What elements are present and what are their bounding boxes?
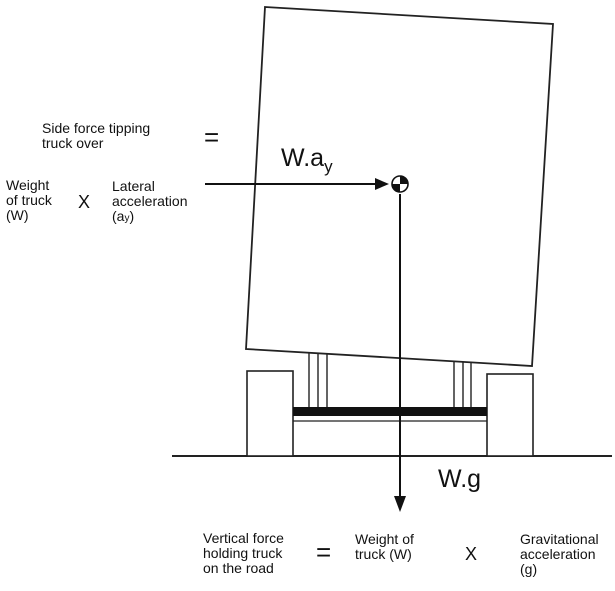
side-force-label: Side force tipping truck over bbox=[42, 120, 151, 151]
top-weight-label: Weight of truck (W) bbox=[6, 177, 52, 223]
lateral-acceleration-label: Lateral acceleration (ay) bbox=[112, 178, 188, 225]
center-of-gravity-icon bbox=[391, 175, 409, 193]
bottom-weight-label: Weight of truck (W) bbox=[355, 531, 414, 562]
gravitational-acceleration-label: Gravitational acceleration (g) bbox=[520, 531, 599, 577]
right-suspension bbox=[453, 360, 472, 407]
top-times-sign: X bbox=[78, 192, 91, 212]
gravity-force-arrowhead bbox=[394, 496, 406, 512]
axle bbox=[293, 407, 487, 416]
lateral-force-arrowhead bbox=[375, 178, 389, 190]
left-wheel bbox=[246, 370, 294, 457]
bottom-equals-sign: = bbox=[316, 537, 332, 567]
top-equals-sign: = bbox=[204, 122, 220, 152]
right-wheel bbox=[486, 373, 534, 457]
weight-force-symbol: W.g bbox=[438, 465, 482, 493]
vertical-force-label: Vertical force holding truck on the road bbox=[203, 530, 284, 576]
left-suspension bbox=[308, 353, 328, 407]
side-force-symbol: W.ay bbox=[281, 144, 333, 176]
bottom-times-sign: X bbox=[465, 544, 478, 564]
